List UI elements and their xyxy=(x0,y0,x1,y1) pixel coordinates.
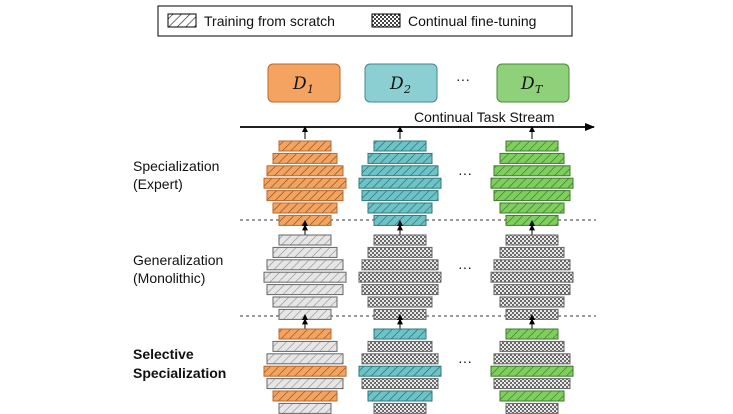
task-box-T xyxy=(496,63,570,103)
specialization-task1-layer-4 xyxy=(263,177,347,189)
generalization-task2-layer-1 xyxy=(373,234,427,246)
selective-task1-layer-1 xyxy=(278,328,332,340)
selective-task2-layer-1 xyxy=(373,328,427,340)
row-ellipsis-1: ··· xyxy=(458,165,472,181)
selective-task2-layer-7 xyxy=(373,402,427,414)
row-labels: Specialization (Expert) Generalization (… xyxy=(133,158,226,381)
selective-taskT-layer-6 xyxy=(499,390,565,402)
row-label-specialization-line1: Specialization xyxy=(133,158,219,174)
selective-taskT-layer-5 xyxy=(493,378,571,390)
specialization-taskT-layer-6 xyxy=(499,202,565,214)
row-ellipsis-2: ··· xyxy=(458,259,472,275)
generalization-taskT-layer-5 xyxy=(493,284,571,296)
row-ellipsis-3: ··· xyxy=(458,353,472,369)
generalization-task1-layer-3 xyxy=(266,259,344,271)
selective-taskT-layer-2 xyxy=(499,340,565,352)
row-label-specialization-line2: (Expert) xyxy=(133,176,183,192)
legend-scratch-label: Training from scratch xyxy=(204,13,335,29)
row-label-generalization-line2: (Monolithic) xyxy=(133,270,205,286)
selective-task1-layer-5 xyxy=(266,378,344,390)
stream-arrow: Continual Task Stream xyxy=(240,109,595,131)
generalization-task1-layer-5 xyxy=(266,284,344,296)
generalization-task2-layer-3 xyxy=(361,259,439,271)
specialization-task2-layer-4 xyxy=(358,177,442,189)
selective-task2-layer-6 xyxy=(367,390,433,402)
task-box-2-sub: 2 xyxy=(403,83,411,96)
generalization-taskT-layer-2 xyxy=(499,246,565,258)
generalization-taskT-layer-3 xyxy=(493,259,571,271)
generalization-task1-layer-1 xyxy=(278,234,332,246)
selective-taskT-layer-4 xyxy=(490,365,574,377)
generalization-taskT-layer-6 xyxy=(499,296,565,308)
specialization-taskT-layer-4 xyxy=(490,177,574,189)
selective-task2-layer-2 xyxy=(367,340,433,352)
row-label-selective-line1: Selective xyxy=(133,346,194,362)
legend-finetune-label: Continual fine-tuning xyxy=(408,13,536,29)
specialization-task1-layer-2 xyxy=(272,152,338,164)
specialization-task2-layer-5 xyxy=(361,190,439,202)
legend-box xyxy=(157,5,573,37)
selective-taskT-layer-3 xyxy=(493,353,571,365)
specialization-task2-layer-1 xyxy=(373,140,427,152)
task-box-2-label: D xyxy=(389,74,404,94)
specialization-taskT-layer-1 xyxy=(505,140,559,152)
legend-scratch-swatch xyxy=(167,13,197,28)
selective-taskT-layer-7 xyxy=(505,402,559,414)
network-stacks xyxy=(263,126,574,414)
selective-task1-layer-4 xyxy=(263,365,347,377)
task-box-T-label: D xyxy=(520,74,535,94)
generalization-task1-layer-4 xyxy=(263,271,347,283)
specialization-taskT-layer-5 xyxy=(493,190,571,202)
selective-taskT-layer-1 xyxy=(505,328,559,340)
selective-task2-layer-4 xyxy=(358,365,442,377)
row-label-selective-line2: Specialization xyxy=(133,365,226,381)
generalization-task2-layer-2 xyxy=(367,246,433,258)
generalization-task2-layer-4 xyxy=(358,271,442,283)
task-box-T-sub: T xyxy=(535,83,544,96)
specialization-taskT-layer-3 xyxy=(493,165,571,177)
task-box-2 xyxy=(364,63,438,103)
specialization-task2-layer-2 xyxy=(367,152,433,164)
task-ellipsis: ··· xyxy=(456,71,470,87)
stream-label: Continual Task Stream xyxy=(414,109,555,125)
specialization-task1-layer-6 xyxy=(272,202,338,214)
specialization-task1-layer-3 xyxy=(266,165,344,177)
legend-finetune-swatch xyxy=(371,13,401,28)
specialization-task2-layer-3 xyxy=(361,165,439,177)
selective-task2-layer-5 xyxy=(361,378,439,390)
specialization-task2-layer-6 xyxy=(367,202,433,214)
task-box-1-sub: 1 xyxy=(307,83,314,96)
generalization-taskT-layer-4 xyxy=(490,271,574,283)
row-label-generalization-line1: Generalization xyxy=(133,252,223,268)
selective-task1-layer-7 xyxy=(278,402,332,414)
generalization-task2-layer-6 xyxy=(367,296,433,308)
selective-task2-layer-3 xyxy=(361,353,439,365)
generalization-task1-layer-2 xyxy=(272,246,338,258)
generalization-task1-layer-6 xyxy=(272,296,338,308)
selective-task1-layer-3 xyxy=(266,353,344,365)
task-box-1 xyxy=(267,63,341,103)
selective-task1-layer-6 xyxy=(272,390,338,402)
specialization-task1-layer-1 xyxy=(278,140,332,152)
task-box-1-label: D xyxy=(292,74,307,94)
selective-task1-layer-2 xyxy=(272,340,338,352)
task-boxes: D 1 D 2 ··· D T xyxy=(267,63,570,103)
legend: Training from scratch Continual fine-tun… xyxy=(157,5,573,37)
generalization-task2-layer-5 xyxy=(361,284,439,296)
specialization-taskT-layer-2 xyxy=(499,152,565,164)
specialization-task1-layer-5 xyxy=(266,190,344,202)
generalization-taskT-layer-1 xyxy=(505,234,559,246)
